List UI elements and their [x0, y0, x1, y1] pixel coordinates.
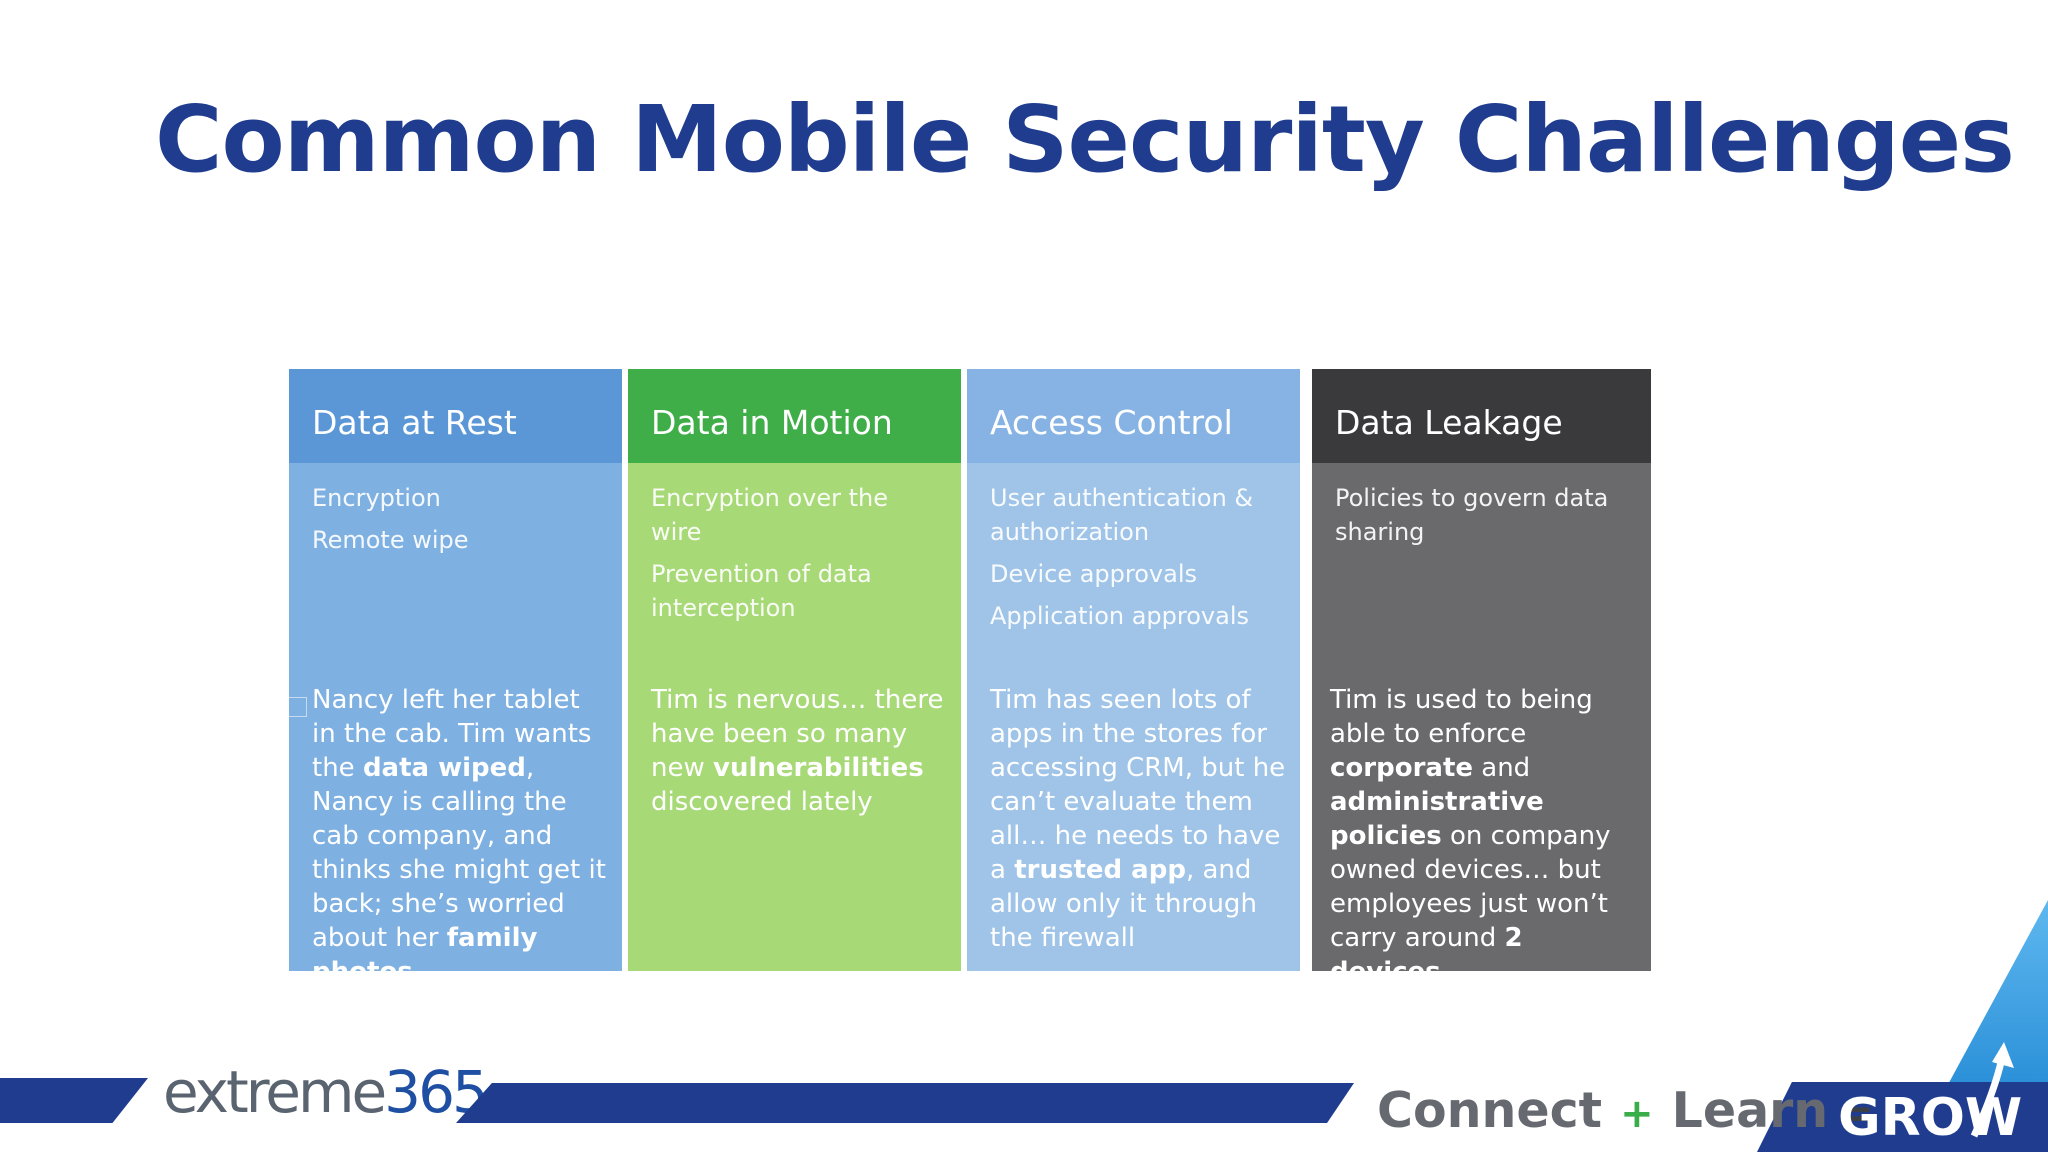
column-data-leakage: Data Leakage Policies to govern data sha… — [1312, 369, 1651, 987]
bullet-item: Encryption — [312, 484, 441, 512]
column-body: User authentication & authorization Devi… — [967, 463, 1300, 971]
scenario-text: Tim is nervous… there have been so many … — [651, 685, 944, 817]
column-heading: Data Leakage — [1312, 369, 1651, 463]
scenario-text: Tim has seen lots of apps in the stores … — [990, 685, 1286, 953]
grow-badge — [1757, 1082, 2048, 1152]
bullet-item: User authentication & authorization — [990, 484, 1254, 546]
bullet-item: Remote wipe — [312, 526, 469, 554]
column-access-control: Access Control User authentication & aut… — [967, 369, 1300, 971]
placeholder-box-icon — [287, 697, 307, 717]
column-heading: Access Control — [967, 369, 1300, 463]
column-body: Encryption Remote wipe Nancy left her ta… — [287, 463, 622, 987]
bullet-item: Policies to govern data sharing — [1335, 484, 1609, 546]
bullet-item: Application approvals — [990, 602, 1250, 630]
tagline: Connect+Learn= — [1377, 1082, 1874, 1139]
scenario-text: Nancy left her tablet in the cab. Tim wa… — [312, 685, 606, 987]
bullet-list: User authentication & authorization Devi… — [990, 481, 1282, 641]
column-body: Encryption over the wire Prevention of d… — [628, 463, 961, 971]
bullet-list: Policies to govern data sharing — [1335, 481, 1633, 557]
bullet-item: Encryption over the wire — [651, 484, 889, 546]
column-heading: Data at Rest — [289, 369, 622, 463]
bullet-item: Prevention of data interception — [651, 560, 872, 622]
column-data-in-motion: Data in Motion Encryption over the wire … — [628, 369, 961, 971]
bullet-list: Encryption over the wire Prevention of d… — [651, 481, 943, 633]
bullet-item: Device approvals — [990, 560, 1197, 588]
slide-title: Common Mobile Security Challenges — [155, 86, 2015, 193]
footer-stripe — [456, 1083, 1354, 1123]
footer-banner: extreme365 Connect+Learn= GROW — [0, 900, 2048, 1152]
scenario-text: Tim is used to being able to enforce cor… — [1330, 685, 1611, 987]
extreme365-logo: extreme365 — [163, 1058, 489, 1126]
footer-stripe — [0, 1078, 148, 1123]
bullet-list: Encryption Remote wipe — [312, 481, 604, 565]
up-arrow-icon — [1970, 1042, 2014, 1138]
column-data-at-rest: Data at Rest Encryption Remote wipe Nanc… — [287, 369, 622, 987]
column-body: Policies to govern data sharing Tim is u… — [1312, 463, 1651, 987]
column-heading: Data in Motion — [628, 369, 961, 463]
